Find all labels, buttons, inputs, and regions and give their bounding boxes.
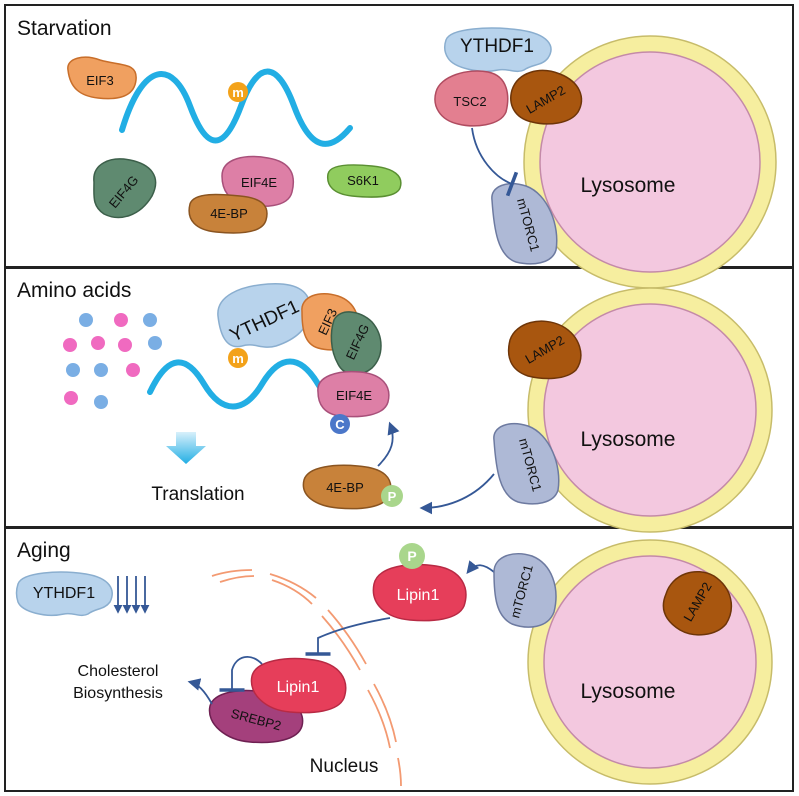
cholesterol-label-line1: Cholesterol — [78, 663, 159, 680]
s6k1-protein: S6K1 — [326, 164, 402, 198]
4e-bp-protein: 4E-BP — [302, 464, 392, 510]
lamp2-protein: LAMP2 — [662, 571, 733, 636]
phospho-badge: P — [381, 485, 403, 507]
lysosome-3: Lysosome — [527, 539, 773, 785]
svg-text:P: P — [388, 489, 397, 504]
ythdf1-protein: YTHDF1 — [217, 283, 311, 348]
eif4g-protein: EIF4G — [93, 158, 157, 219]
mrna-strand — [119, 68, 353, 147]
panel-divider-1 — [4, 266, 794, 269]
mtorc1-to-4e-bp-arrow — [419, 473, 495, 515]
nucleus-label: Nucleus — [310, 756, 379, 777]
panel-starvation: m EIF3 EIF4G EIF4E 4E-BP S6K1 Lysosome — [67, 27, 777, 289]
svg-text:YTHDF1: YTHDF1 — [460, 36, 534, 57]
svg-text:4E-BP: 4E-BP — [210, 206, 248, 221]
svg-text:Lysosome: Lysosome — [581, 680, 676, 703]
svg-text:4E-BP: 4E-BP — [326, 480, 364, 495]
cap-badge: C — [330, 414, 350, 434]
eif3-protein: EIF3 — [67, 56, 137, 100]
nuclear-envelope — [211, 569, 402, 787]
eif4e-protein: EIF4E — [221, 155, 295, 207]
eif4e-protein: EIF4E — [317, 370, 390, 418]
lamp2-protein: LAMP2 — [507, 320, 582, 380]
translation-label: Translation — [151, 484, 244, 505]
svg-text:Lipin1: Lipin1 — [277, 679, 320, 696]
mtorc1-protein: mTORC1 — [493, 552, 557, 628]
svg-text:TSC2: TSC2 — [453, 94, 486, 109]
tsc2-inhibits-mtorc1-arrow — [471, 127, 519, 197]
mtorc1-protein: mTORC1 — [493, 422, 560, 505]
eif4g-protein: EIF4G — [330, 311, 382, 376]
svg-text:Lipin1: Lipin1 — [397, 587, 440, 604]
translation-down-arrow — [166, 432, 206, 464]
lysosome-2: Lysosome — [527, 287, 773, 533]
svg-text:EIF3: EIF3 — [86, 73, 113, 88]
panel-title-aging: Aging — [17, 539, 71, 562]
svg-text:m: m — [232, 351, 244, 366]
tsc2-protein: TSC2 — [434, 70, 509, 127]
svg-text:C: C — [335, 417, 345, 432]
lamp2-protein: LAMP2 — [510, 69, 583, 125]
mtorc1-to-lipin1-arrow — [466, 560, 495, 574]
svg-text:Lysosome: Lysosome — [581, 428, 676, 451]
cholesterol-label-line2: Biosynthesis — [73, 685, 163, 702]
panel-aging: YTHDF1 Lipin1 P — [15, 539, 773, 787]
svg-text:S6K1: S6K1 — [347, 173, 379, 188]
phospho-badge: P — [399, 543, 425, 569]
lipin1-phospho-protein: Lipin1 — [372, 563, 467, 622]
svg-text:m: m — [232, 85, 244, 100]
svg-text:P: P — [407, 548, 416, 564]
lipin1-inhibits-srebp2-arrow — [219, 656, 263, 692]
panel-amino-acids: Translation m YTHDF1 EIF3 EIF4G EIF4E C — [63, 283, 773, 533]
4e-bp-protein: 4E-BP — [188, 193, 268, 234]
svg-text:YTHDF1: YTHDF1 — [33, 585, 95, 602]
svg-text:EIF4E: EIF4E — [241, 175, 277, 190]
m6a-badge: m — [228, 348, 248, 368]
figure-frame — [4, 4, 794, 792]
panel-title-amino-acids: Amino acids — [17, 279, 132, 302]
lipin1-inhibits-nuclear-arrow — [305, 617, 391, 656]
amino-acid-dots — [63, 313, 162, 409]
decrease-arrows — [113, 576, 150, 614]
lysosome-1: Lysosome — [523, 35, 777, 289]
ythdf1-protein: YTHDF1 — [15, 571, 113, 617]
svg-text:EIF4E: EIF4E — [336, 388, 372, 403]
panel-title-starvation: Starvation — [17, 17, 112, 40]
m6a-badge: m — [228, 82, 248, 102]
srebp2-to-cholesterol-arrow — [187, 678, 213, 705]
panel-divider-2 — [4, 526, 794, 529]
svg-text:Lysosome: Lysosome — [581, 174, 676, 197]
ythdf1-protein: YTHDF1 — [443, 27, 552, 73]
lipin1-nuclear-protein: Lipin1 — [250, 657, 347, 714]
4e-bp-to-eif4e-arrow — [377, 421, 400, 467]
